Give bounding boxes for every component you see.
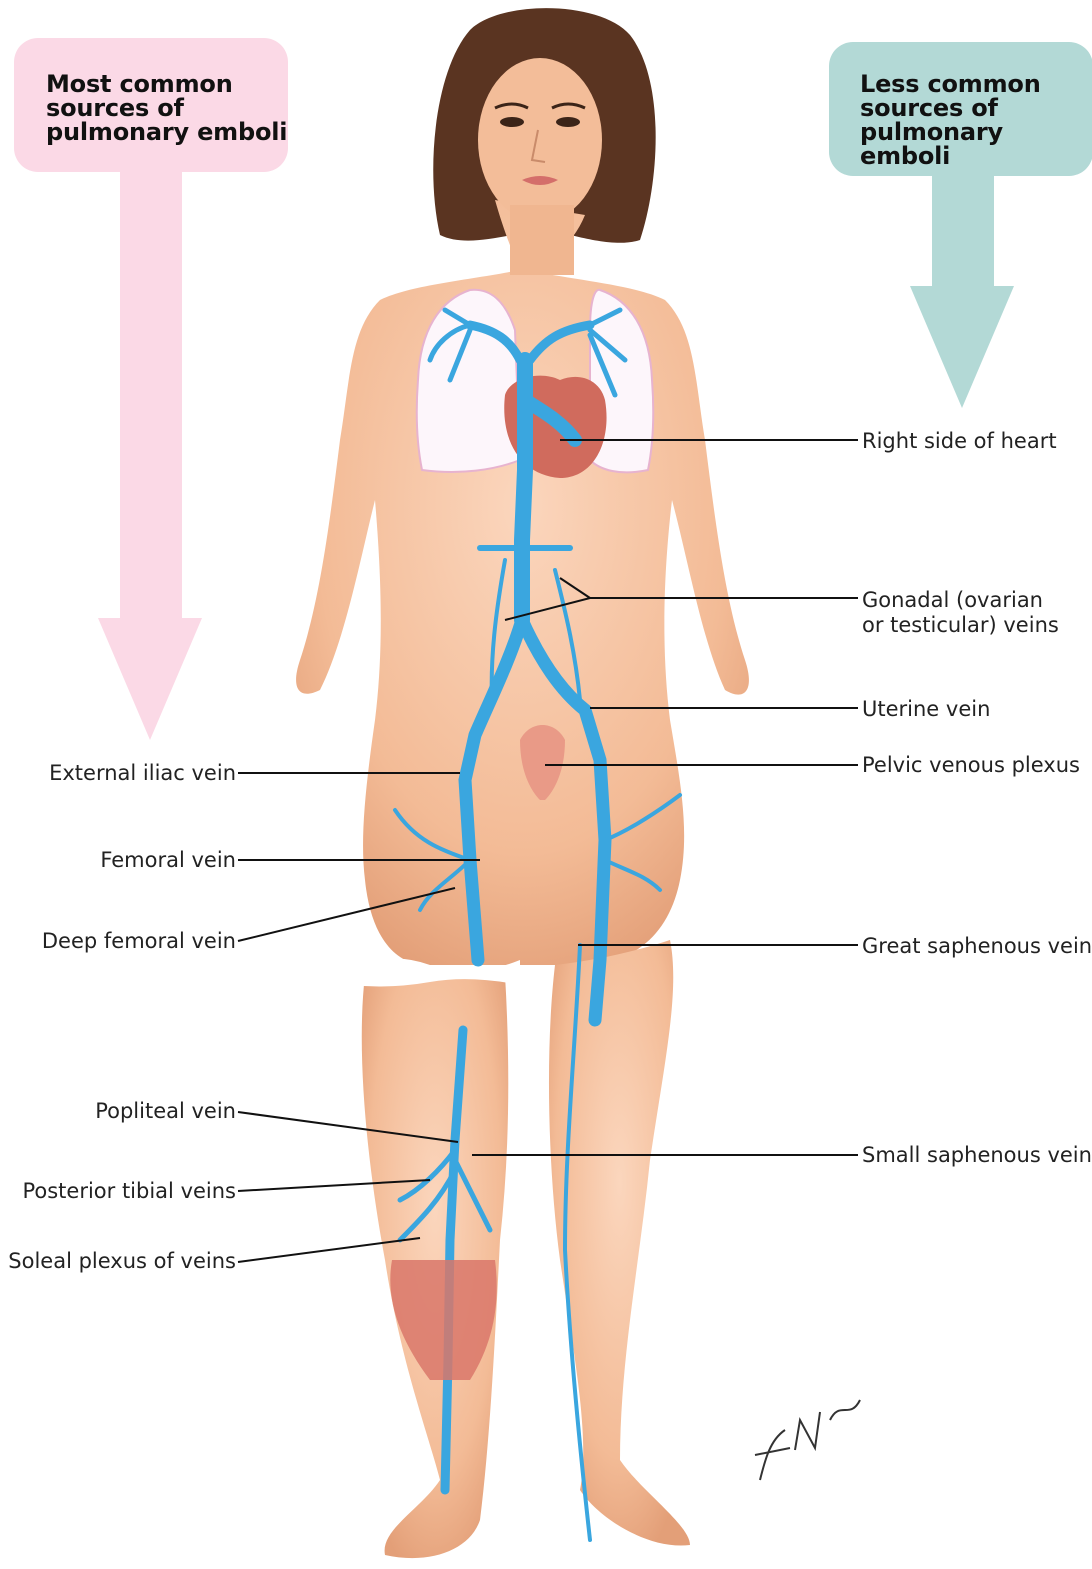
less-common-title: Less common sources of pulmonary emboli [860, 72, 1092, 168]
left-leg [549, 940, 690, 1546]
label-posterior-tibial-veins: Posterior tibial veins [22, 1178, 236, 1204]
most-common-title: Most common sources of pulmonary emboli [46, 72, 287, 144]
label-external-iliac-vein: External iliac vein [49, 760, 236, 786]
netter-signature [755, 1400, 860, 1480]
label-pelvic-venous-plexus: Pelvic venous plexus [862, 752, 1080, 778]
label-popliteal-vein: Popliteal vein [95, 1098, 236, 1124]
label-soleal-plexus: Soleal plexus of veins [8, 1248, 236, 1274]
label-right-side-of-heart: Right side of heart [862, 428, 1057, 454]
label-deep-femoral-vein: Deep femoral vein [42, 928, 236, 954]
label-gonadal-veins: Gonadal (ovarian or testicular) veins [862, 588, 1059, 638]
label-uterine-vein: Uterine vein [862, 696, 990, 722]
face [478, 58, 602, 222]
neck [510, 205, 574, 275]
label-small-saphenous-vein: Small saphenous vein [862, 1142, 1092, 1168]
label-femoral-vein: Femoral vein [100, 847, 236, 873]
label-great-saphenous-vein: Great saphenous vein [862, 933, 1092, 959]
